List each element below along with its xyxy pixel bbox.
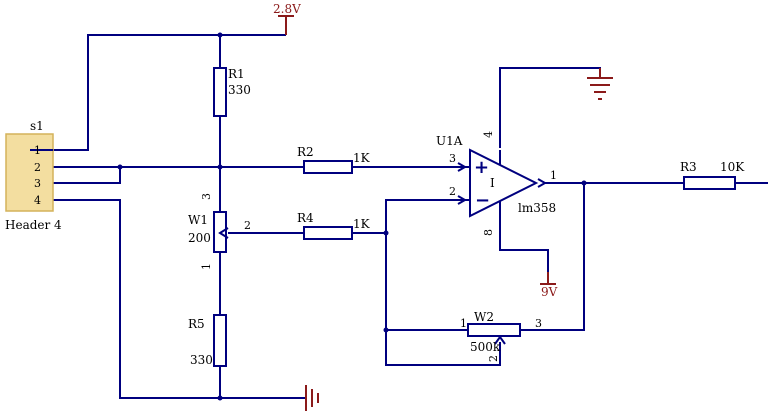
w2-wiper-arrow (494, 335, 506, 345)
wire-w2-to-output (520, 183, 585, 331)
ground-top (587, 68, 613, 100)
header-pin1-label: 1 (34, 144, 41, 157)
opamp-pin-gnd-label: 8 (482, 229, 495, 236)
supply-2v8: 2.8V (273, 2, 301, 35)
opamp-pin-out-label: 1 (550, 169, 557, 182)
w2-pin-right-label: 3 (535, 317, 542, 330)
r1-body (213, 67, 227, 117)
resistor-r1: R1 330 (213, 67, 251, 117)
supply-9v: 9V (540, 272, 558, 299)
header-connector: s1 1 2 3 4 Header 4 (5, 119, 62, 232)
r2-ref-label: R2 (297, 145, 314, 159)
opamp-out-arrow (537, 178, 548, 188)
header-pin3-label: 3 (34, 177, 41, 190)
header-ref-label: s1 (30, 119, 44, 133)
r5-ref-label: R5 (188, 317, 205, 331)
header-name-label: Header 4 (5, 218, 62, 232)
header-pin4-label: 4 (34, 194, 41, 207)
opamp-ref-label: U1A (436, 134, 463, 148)
wire-pin1-to-top-rail (52, 34, 286, 151)
opamp-triangle (469, 148, 539, 218)
junction-feedback-w2 (383, 327, 389, 333)
r4-ref-label: R4 (297, 211, 314, 225)
opamp-plus-sign: + (474, 157, 489, 178)
w2-pin-wiper-label: 2 (487, 355, 500, 362)
opamp-unit-label: I (490, 176, 495, 190)
opamp-pin-minus-label: 2 (449, 185, 456, 198)
wire-node-to-opamp-minus (385, 199, 465, 233)
r2-value-label: 1K (353, 151, 371, 165)
r1-ref-label: R1 (228, 67, 245, 81)
r4-body (303, 226, 353, 240)
r3-value-label: 10K (720, 160, 745, 174)
wire-pin4-to-ground (52, 199, 306, 399)
junction-r1-w1 (217, 164, 223, 170)
wire-node-to-w2-wiper (385, 330, 501, 366)
r4-value-label: 1K (353, 217, 371, 231)
potentiometer-w1: W1 200 3 2 1 (188, 193, 251, 270)
w1-pin-top-label: 3 (200, 193, 213, 200)
r1-value-label: 330 (228, 83, 251, 97)
w2-ref-label: W2 (474, 310, 494, 324)
opamp-minus-arrow (457, 195, 468, 205)
resistor-r4: R4 1K (297, 211, 371, 240)
header-body (5, 133, 54, 212)
supply-2v8-label: 2.8V (273, 2, 301, 16)
supply-2v8-symbol (278, 15, 294, 35)
header-pin2-label: 2 (34, 161, 41, 174)
wire-opamp-pin4-to-ground (499, 67, 601, 148)
r2-body (303, 160, 353, 174)
opamp-u1a: U1A + − I lm358 3 2 1 4 8 (436, 131, 557, 236)
wire-opamp-pin8-to-9v (499, 218, 549, 282)
opamp-part-label: lm358 (518, 201, 556, 215)
ground-top-symbol (587, 68, 613, 100)
opamp-pin-vcc-label: 4 (482, 131, 495, 138)
opamp-pin-plus-label: 3 (449, 152, 456, 165)
junction-ground (217, 395, 223, 401)
w1-ref-label: W1 (188, 213, 208, 227)
r5-body (213, 314, 227, 367)
resistor-r5: R5 330 (188, 314, 227, 367)
r3-ref-label: R3 (680, 160, 697, 174)
w2-pin-left-label: 1 (460, 317, 467, 330)
wire-pin3-bridge (52, 167, 121, 184)
r5-value-label: 330 (190, 353, 213, 367)
supply-9v-label: 9V (541, 285, 558, 299)
junction-pin2-pin3 (117, 164, 123, 170)
junction-output (581, 180, 587, 186)
opamp-minus-sign: − (475, 190, 490, 211)
wire-node-to-w2 (385, 233, 468, 331)
resistor-r2: R2 1K (297, 145, 371, 174)
supply-9v-symbol (540, 272, 556, 285)
w1-pin-wiper-label: 2 (244, 219, 251, 232)
w1-body (213, 211, 227, 253)
ground-bottom-symbol (305, 385, 319, 411)
w2-value-label: 500k (470, 340, 501, 354)
w2-body (467, 323, 521, 337)
potentiometer-w2: W2 500k 1 3 2 (460, 310, 542, 362)
wires (52, 34, 768, 399)
junction-top-rail (217, 32, 223, 38)
w1-value-label: 200 (188, 231, 211, 245)
opamp-plus-arrow (457, 162, 468, 172)
r3-body (683, 176, 736, 190)
junctions (117, 32, 587, 401)
junction-feedback-r4 (383, 230, 389, 236)
ground-bottom (305, 385, 319, 411)
w1-pin-bottom-label: 1 (200, 263, 213, 270)
resistor-r3: R3 10K (680, 160, 745, 190)
w1-wiper-arrow (218, 227, 229, 239)
